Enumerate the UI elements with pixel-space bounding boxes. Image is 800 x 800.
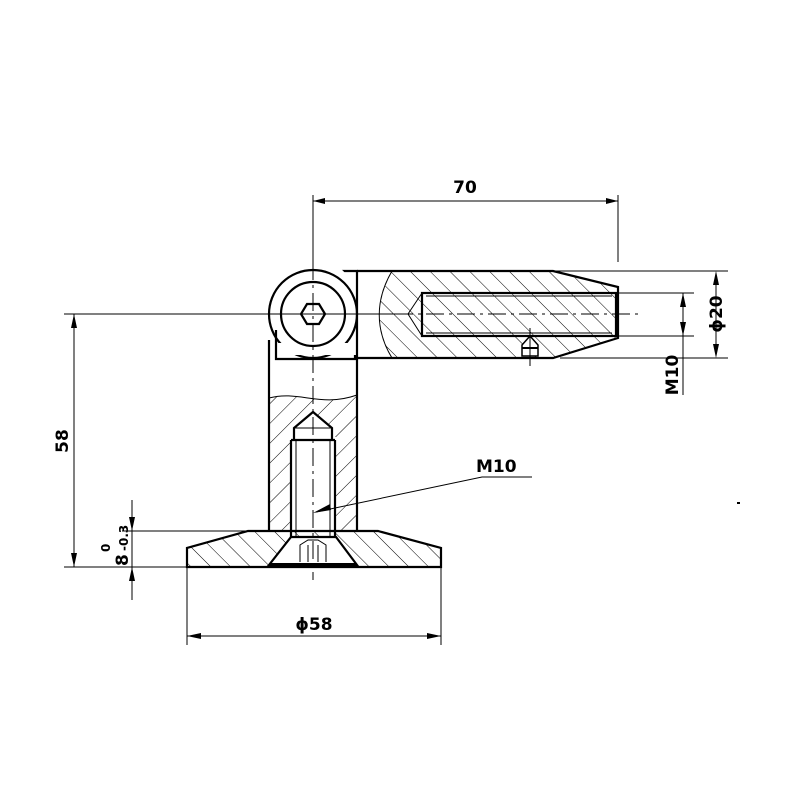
dimension-58-label: 58 bbox=[53, 429, 73, 453]
base-tolerance-upper: 0 bbox=[99, 544, 113, 552]
pivot-joint bbox=[260, 256, 395, 361]
base-thickness-label: 8 bbox=[113, 554, 133, 566]
arm bbox=[356, 269, 640, 366]
leader-m10-label: M10 bbox=[476, 457, 517, 477]
stray-mark bbox=[737, 502, 740, 504]
leader-m10-column: M10 bbox=[313, 457, 532, 513]
dimension-m10-arm: M10 bbox=[618, 292, 694, 396]
dimension-phi20-label: ϕ20 bbox=[707, 295, 727, 332]
dimension-70: 70 bbox=[312, 178, 619, 262]
dimension-m10-arm-label: M10 bbox=[663, 355, 683, 396]
base-plate bbox=[185, 200, 443, 580]
dimension-58-height: 58 bbox=[53, 313, 269, 568]
base-tolerance-lower: -0.3 bbox=[117, 525, 131, 551]
dimension-base-thickness: 8 -0.3 0 bbox=[99, 500, 248, 600]
dimension-phi20: ϕ20 bbox=[555, 270, 728, 359]
dimension-phi58-label: ϕ58 bbox=[295, 615, 332, 635]
dimension-70-label: 70 bbox=[453, 178, 477, 198]
dimension-phi58: ϕ58 bbox=[186, 567, 442, 645]
set-screw bbox=[521, 328, 539, 366]
